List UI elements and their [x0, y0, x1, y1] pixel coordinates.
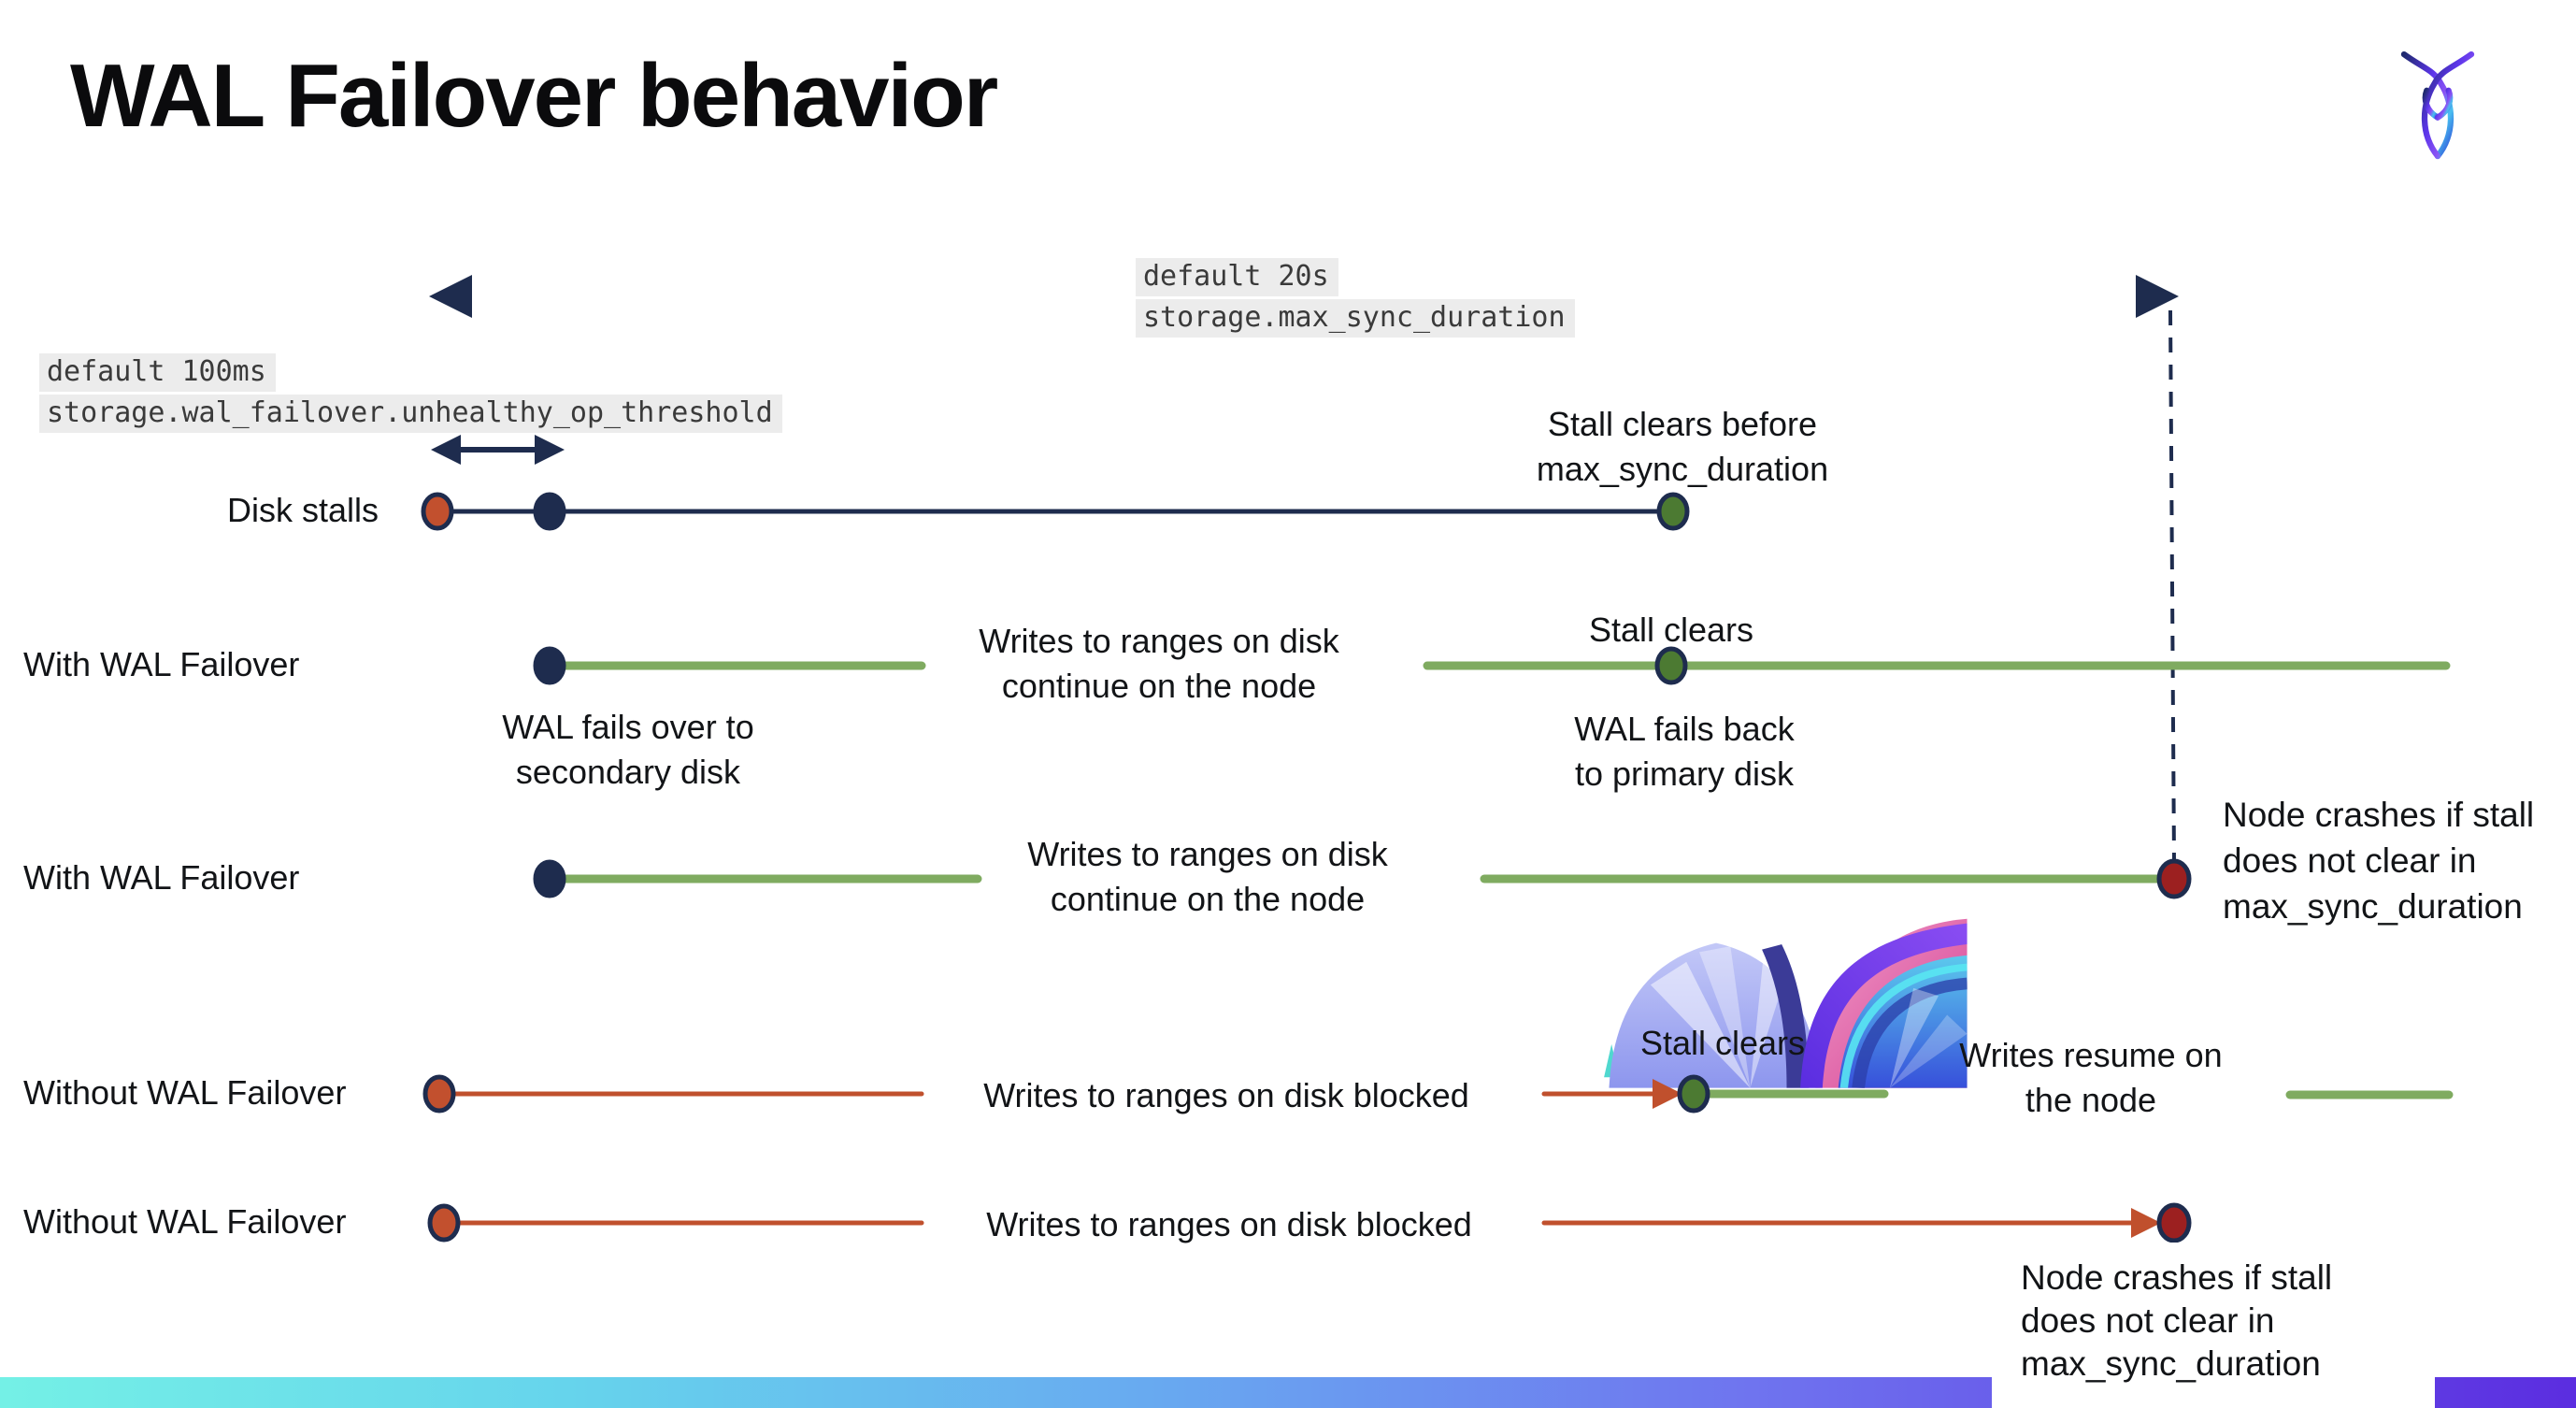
- red-arrowhead: [2131, 1208, 2161, 1238]
- indigo-band-shape: [1762, 944, 1810, 1088]
- threshold-reached-dot: [533, 492, 566, 531]
- writes-blocked-note: Writes to ranges on disk blocked: [986, 1205, 1472, 1243]
- stall-clears-dot: [1677, 1074, 1710, 1113]
- row-label-with-wal-failover: With WAL Failover: [23, 645, 300, 683]
- brand-wing-art: [1604, 918, 1968, 1088]
- stall-clears-dot: [1654, 646, 1688, 685]
- wal-fails-over-note: WAL fails over to secondary disk: [502, 708, 754, 791]
- row-label-with-wal-failover: With WAL Failover: [23, 858, 300, 897]
- failover-dot: [533, 859, 566, 898]
- node-crash-dot: [2156, 858, 2192, 899]
- purple-arc-shape: [1800, 923, 1968, 1088]
- row-label-without-wal-failover: Without WAL Failover: [23, 1073, 347, 1112]
- dome-petal: [1650, 961, 1751, 1088]
- stall-clears-dot: [1656, 492, 1690, 531]
- crash-callout-box: [1992, 1243, 2435, 1408]
- wing-petal: [1889, 1014, 1968, 1088]
- cyan-arc-shape: [1839, 963, 1968, 1088]
- page-title: WAL Failover behavior: [70, 46, 998, 146]
- stall-clears-note: Stall clears: [1639, 1024, 1806, 1062]
- disk-stall-start-dot: [422, 1074, 456, 1113]
- wing-petal: [1889, 987, 1939, 1088]
- failover-dot: [533, 646, 566, 685]
- writes-continue-note: Writes to ranges on disk continue on the…: [979, 622, 1339, 705]
- wal-fails-back-note: WAL fails back to primary disk: [1574, 710, 1795, 793]
- row-label-disk-stalls: Disk stalls: [227, 491, 379, 529]
- stall-clears-before-note: Stall clears before max_sync_duration: [1536, 405, 1829, 488]
- max-sync-default-chip: default 20s: [1136, 258, 1338, 296]
- max-sync-deadline-dashed-line: [2168, 309, 2176, 863]
- node-crash-callout-note: Node crashes if stall does not clear in …: [2021, 1258, 2333, 1383]
- dome-petal: [1699, 946, 1751, 1088]
- node-crash-note: Node crashes if stall does not clear in …: [2223, 796, 2535, 926]
- writes-resume-note: Writes resume on the node: [1959, 1036, 2223, 1119]
- cockroachdb-logo-icon: [2400, 50, 2475, 160]
- threshold-arrow-icon: [431, 435, 565, 465]
- dark-blue-arc-shape: [1852, 977, 1968, 1088]
- disk-stall-start-dot: [427, 1203, 461, 1243]
- red-arrowhead: [1653, 1079, 1682, 1109]
- max-sync-duration-arrow-icon: [429, 275, 2179, 318]
- disk-stall-start-dot: [421, 492, 454, 531]
- node-crash-dot: [2156, 1202, 2192, 1243]
- writes-continue-note: Writes to ranges on disk continue on the…: [1027, 835, 1388, 918]
- row-label-without-wal-failover: Without WAL Failover: [23, 1202, 347, 1241]
- stall-clears-note: Stall clears: [1588, 611, 1754, 649]
- threshold-default-chip: default 100ms: [39, 353, 276, 392]
- writes-blocked-note: Writes to ranges on disk blocked: [983, 1076, 1469, 1114]
- max-sync-setting-chip: storage.max_sync_duration: [1136, 299, 1575, 338]
- threshold-setting-chip: storage.wal_failover.unhealthy_op_thresh…: [39, 395, 782, 433]
